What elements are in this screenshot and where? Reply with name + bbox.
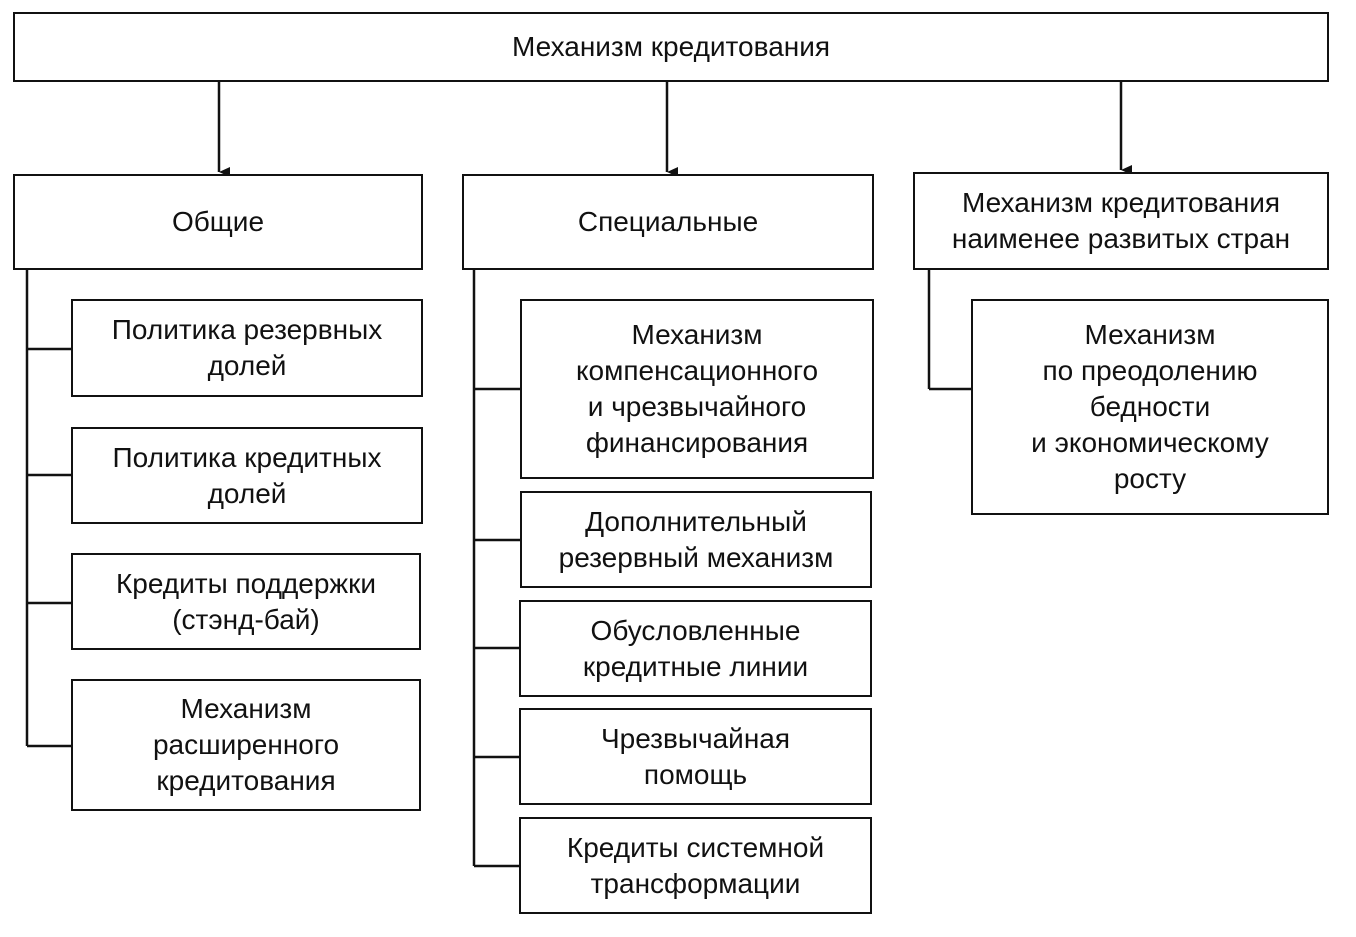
special-item-contingent-credit-lines: Обусловленные кредитные линии — [519, 600, 872, 697]
special-item-supplemental-reserve: Дополнительный резервный механизм — [520, 491, 872, 588]
category-least-developed-box: Механизм кредитования наименее развитых … — [913, 172, 1329, 270]
item-label: Механизм компенсационного и чрезвычайног… — [575, 319, 819, 458]
category-least-developed-label: Механизм кредитования наименее развитых … — [951, 187, 1291, 254]
special-item-compensatory-financing: Механизм компенсационного и чрезвычайног… — [520, 299, 874, 479]
category-special-box: Специальные — [462, 174, 874, 270]
general-item-credit-tranche: Политика кредитных долей — [71, 427, 423, 524]
category-special-label: Специальные — [577, 206, 759, 237]
general-item-extended-facility: Механизм расширенного кредитования — [71, 679, 421, 811]
category-general-box: Общие — [13, 174, 423, 270]
general-item-standby-credits: Кредиты поддержки (стэнд-бай) — [71, 553, 421, 650]
root-box: Механизм кредитования — [13, 12, 1329, 82]
category-general-label: Общие — [171, 206, 265, 237]
item-label: Дополнительный резервный механизм — [558, 505, 834, 573]
root-label: Механизм кредитования — [511, 31, 831, 62]
item-label: Чрезвычайная помощь — [600, 722, 791, 790]
general-item-reserve-tranche: Политика резервных долей — [71, 299, 423, 397]
special-item-emergency-assistance: Чрезвычайная помощь — [519, 708, 872, 805]
item-label: Кредиты поддержки (стэнд-бай) — [115, 567, 377, 635]
special-item-systemic-transformation: Кредиты системной трансформации — [519, 817, 872, 914]
item-label: Механизм расширенного кредитования — [152, 693, 340, 796]
item-label: Политика кредитных долей — [112, 441, 382, 509]
item-label: Обусловленные кредитные линии — [582, 614, 809, 682]
item-label: Политика резервных долей — [111, 314, 383, 381]
least-developed-item-poverty-reduction: Механизм по преодолению бедности и эконо… — [971, 299, 1329, 515]
item-label: Механизм по преодолению бедности и эконо… — [1031, 319, 1269, 494]
item-label: Кредиты системной трансформации — [566, 831, 825, 899]
